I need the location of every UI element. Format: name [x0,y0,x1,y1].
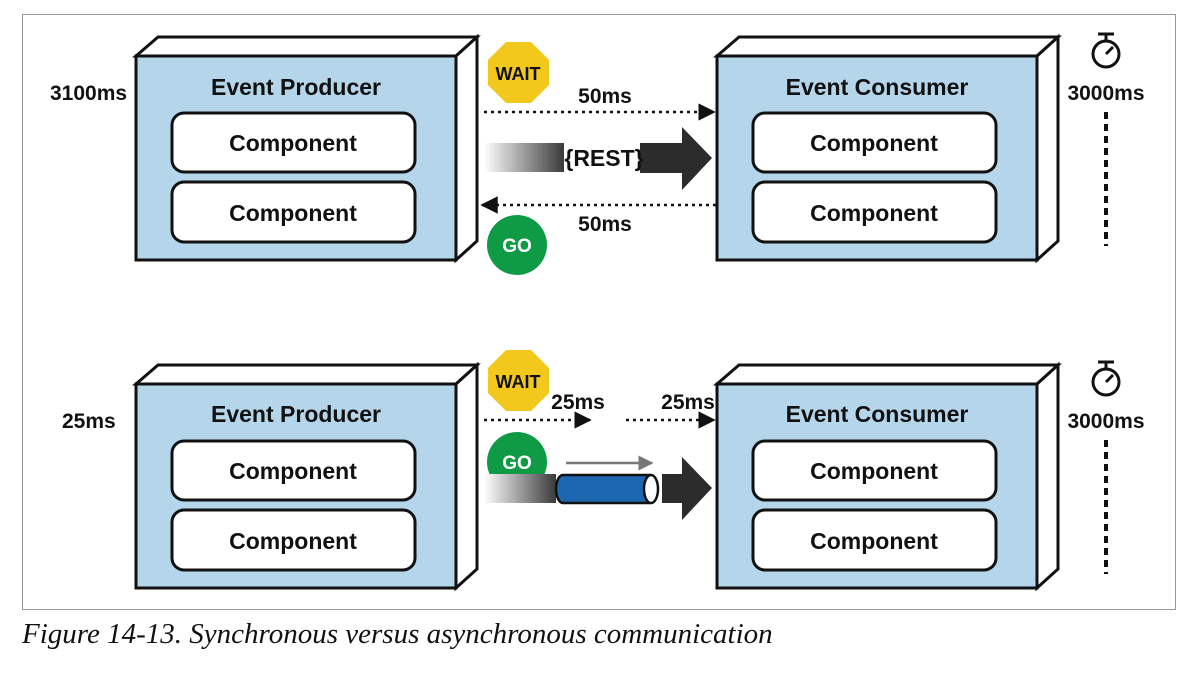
async-consumer-time: 3000ms [1067,410,1144,433]
sync-go-sign-icon: GO [487,215,547,275]
sync-consumer-time: 3000ms [1067,82,1144,105]
sync-protocol-label: {REST} [564,145,643,171]
async-consumer-component-2 [751,508,998,572]
async-wait-sign-icon: WAIT [488,350,549,411]
sync-consumer-title: Event Consumer [786,74,969,100]
async-producer-box: Event Producer Component Component [131,361,481,592]
sync-consumer-component-1-label: Component [810,130,938,156]
async-send-latency: 25ms [551,391,605,414]
sync-response-latency: 50ms [578,213,632,236]
sync-rest-arrow-icon [484,127,712,190]
async-producer-title: Event Producer [211,401,381,427]
async-consumer-title: Event Consumer [786,401,969,427]
sync-request-latency: 50ms [578,85,632,108]
async-wait-label: WAIT [496,372,541,392]
async-producer-time: 25ms [62,410,116,433]
sync-section: 3100ms Event Producer Component Componen… [50,32,1145,275]
sync-producer-component-2-label: Component [229,200,357,226]
sync-consumer-component-2 [751,180,998,244]
async-deliver-latency: 25ms [661,391,715,414]
sync-consumer-box: Event Consumer Component Component [712,33,1062,264]
async-section: 25ms Event Producer Component Component … [62,350,1145,592]
async-flow-arrow-icon [662,457,712,520]
async-consumer-component-1-label: Component [810,458,938,484]
async-consumer-component-1 [751,439,998,502]
async-consumer-component-2-label: Component [810,528,938,554]
sync-producer-component-1-label: Component [229,130,357,156]
async-producer-component-2 [170,508,417,572]
sync-producer-component-2 [170,180,417,244]
async-consumer-box: Event Consumer Component Component [712,361,1062,592]
async-producer-component-1-label: Component [229,458,357,484]
sync-wait-sign-icon: WAIT [488,42,549,103]
sync-consumer-component-2-label: Component [810,200,938,226]
async-go-label: GO [502,453,532,474]
async-queue-pipe-icon [484,455,660,505]
sync-producer-box: Event Producer Component Component [131,33,481,264]
sync-consumer-component-1 [751,111,998,174]
async-producer-component-1 [170,439,417,502]
figure-caption: Figure 14-13. Synchronous versus asynchr… [22,618,773,650]
sync-producer-title: Event Producer [211,74,381,100]
sync-wait-label: WAIT [496,64,541,84]
sync-producer-component-1 [170,111,417,174]
sync-producer-time: 3100ms [50,82,127,105]
async-producer-component-2-label: Component [229,528,357,554]
async-stopwatch-icon [1091,360,1121,397]
figure-frame [22,14,1176,610]
sync-go-label: GO [502,236,532,257]
sync-stopwatch-icon [1091,32,1121,69]
